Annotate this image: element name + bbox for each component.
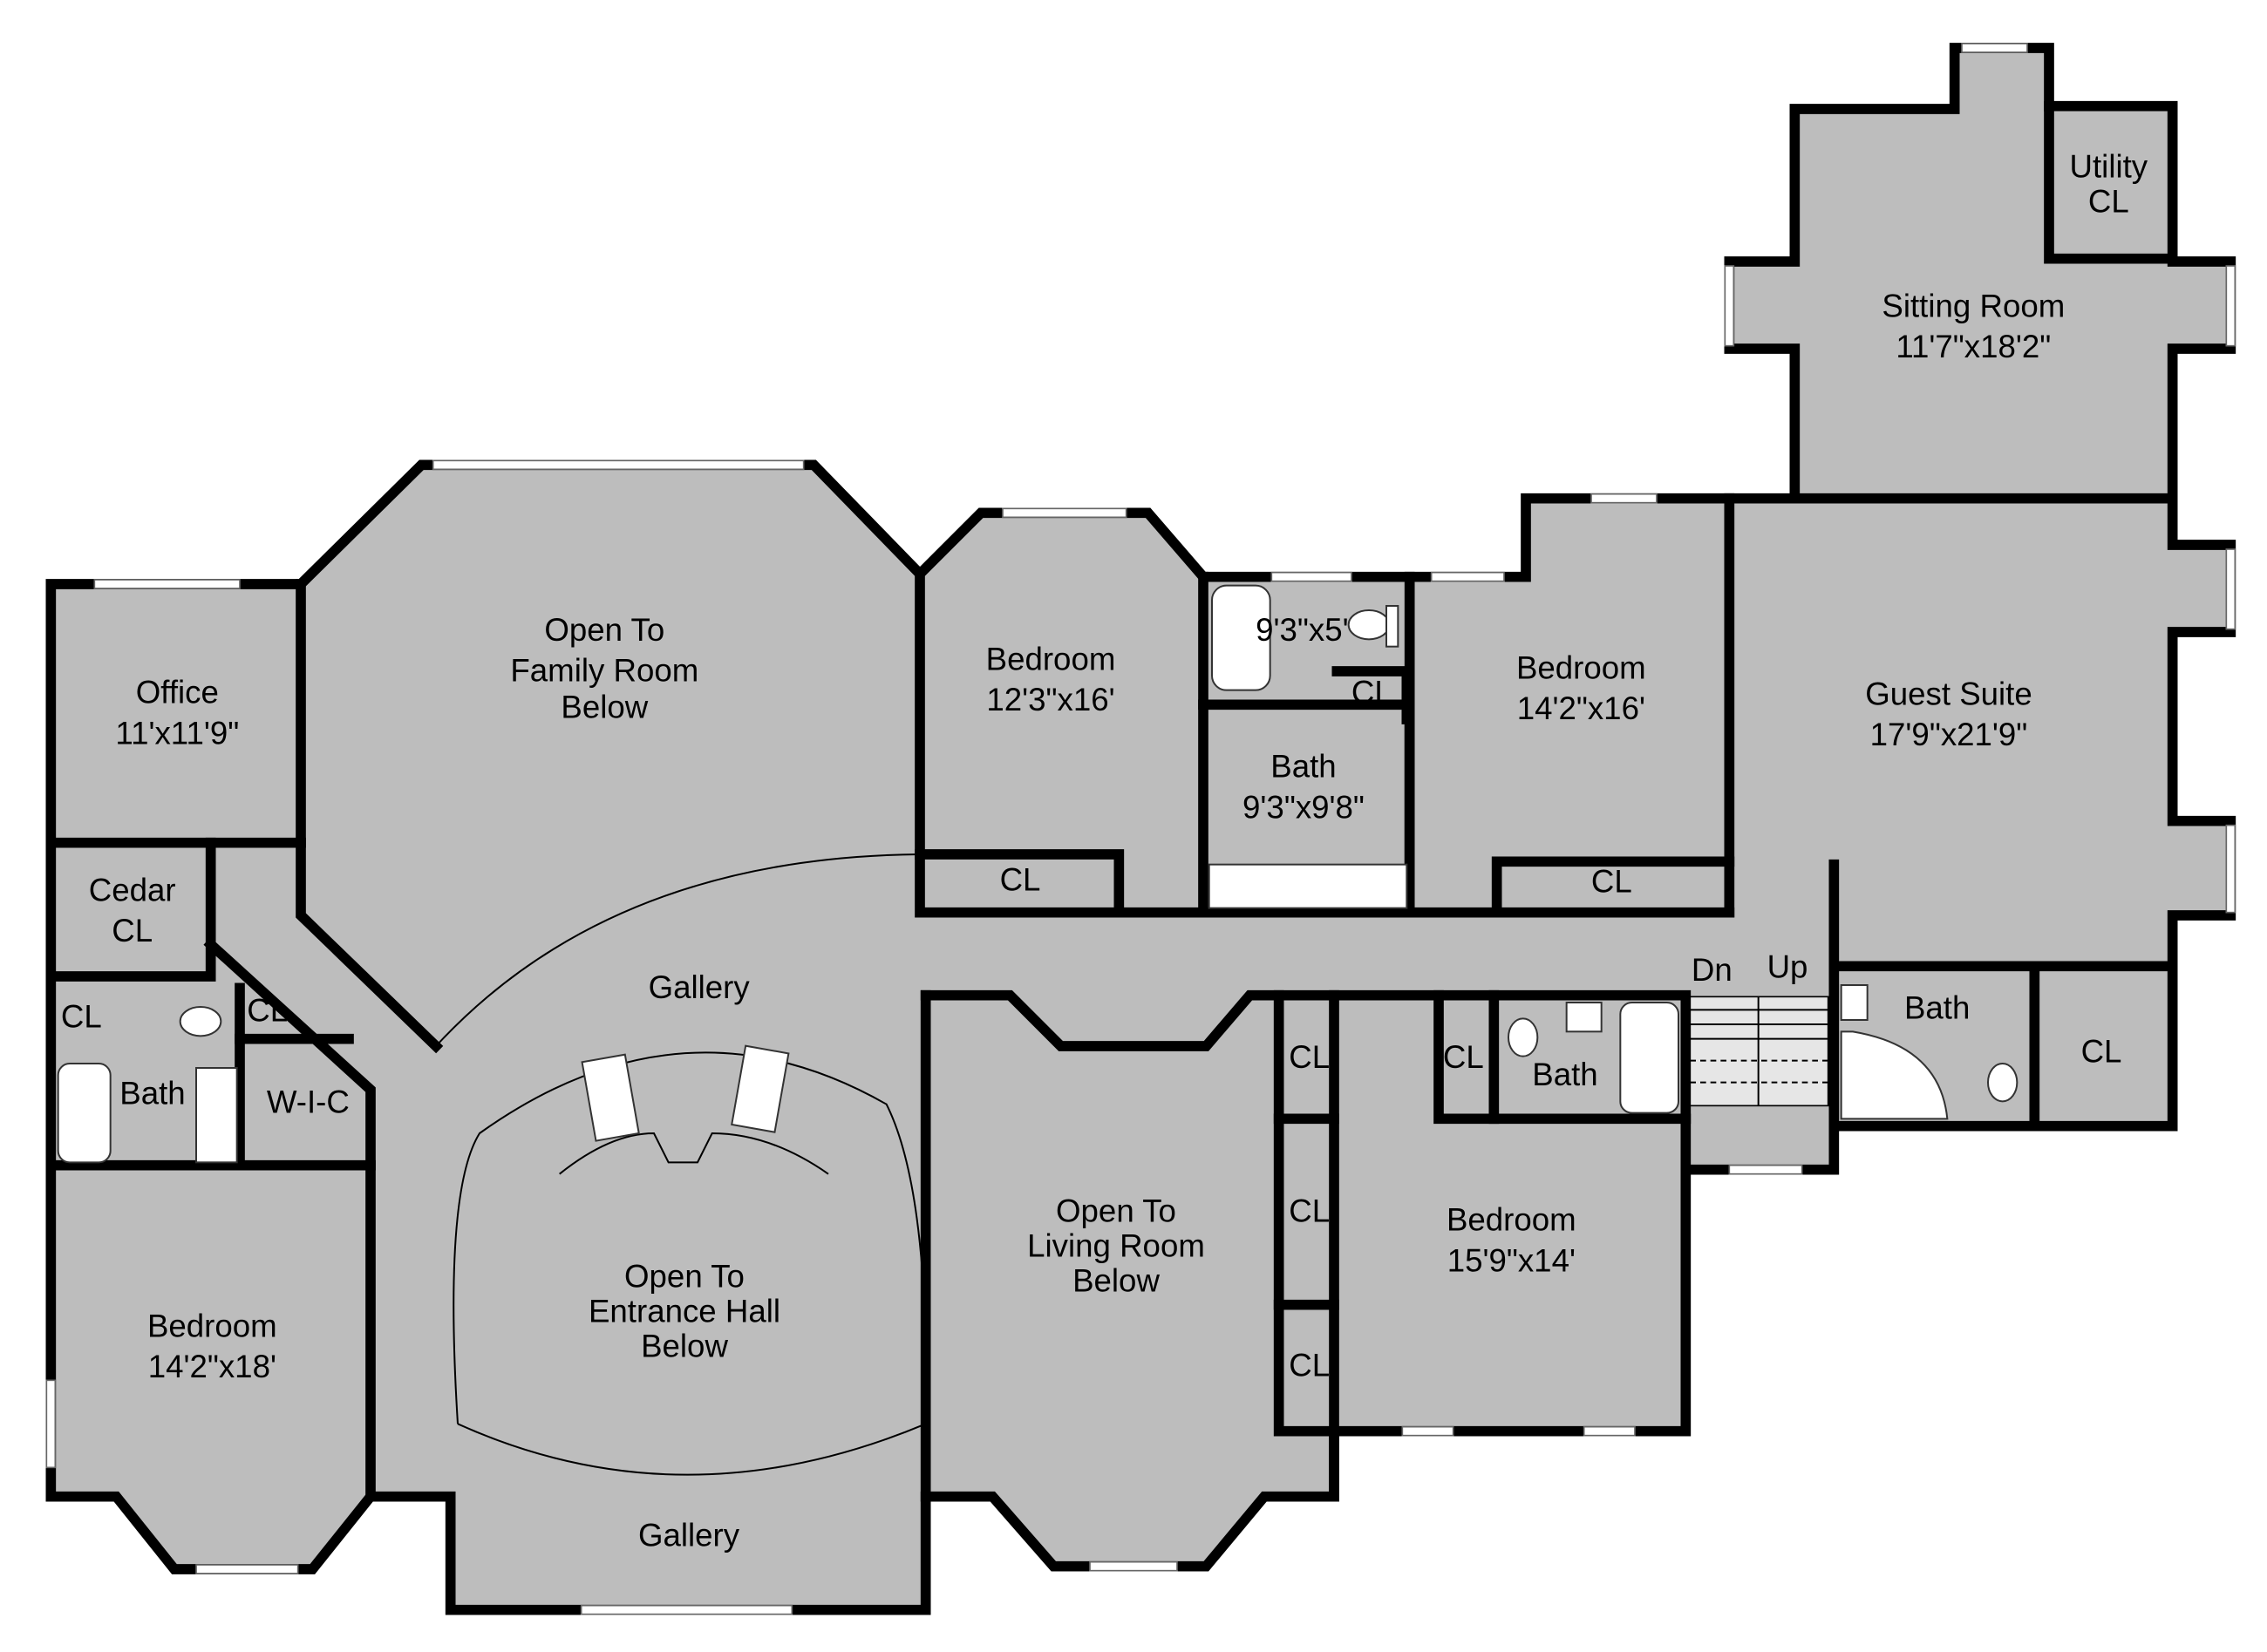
family-open-label: Open To [544,612,664,648]
sink-icon [1565,1002,1603,1033]
closet-label: CL [61,998,102,1034]
bedroom-label: Bedroom [147,1308,277,1343]
spiral-stair-icon [1840,1030,1949,1120]
stairs-down-label: Dn [1692,952,1733,988]
entrance-open-label: Entrance Hall [589,1294,780,1329]
stairs-up-label: Up [1767,949,1808,985]
stairs[interactable]: Dn Up [1689,949,1829,1107]
closet-label: CL [1289,1347,1330,1383]
interior-walls [45,100,2178,1502]
toilet-icon [1347,609,1391,641]
closet-label: CL [1000,862,1041,898]
office-size: 11'x11'9" [115,715,239,751]
toilet-icon [1987,1063,2019,1103]
living-open-label: Open To [1056,1193,1176,1229]
gallery-label: Gallery [638,1517,740,1553]
bedroom-label: Bedroom [1447,1202,1576,1238]
toilet-icon [1508,1017,1539,1057]
bedroom-label: Bedroom [986,641,1116,676]
fixtures [57,584,2019,1164]
bath-size: 9'3"x9'8" [1242,789,1365,825]
closet-label: CL [2081,1033,2122,1069]
bedroom-label: Bedroom [1516,649,1646,685]
sink-icon [1840,984,1869,1021]
family-open-label: Family Room [510,653,698,689]
bedroom-size: 12'3"x16' [986,682,1114,717]
vanity-icon [1208,863,1408,909]
closet-label: CL [1443,1039,1484,1075]
sitting-room-size: 11'7"x18'2" [1896,329,2051,364]
bedroom-size: 15'9"x14' [1447,1242,1576,1278]
closet-label: CL [1289,1193,1330,1229]
office-label: Office [136,675,219,710]
bathtub-icon [1619,1002,1679,1114]
closet-label: CL [1351,675,1392,710]
closet-label: CL [1591,863,1632,899]
open-area-edges [435,853,928,1476]
room-labels: Office 11'x11'9" Open To Family Room Bel… [61,148,2148,1553]
sitting-room-label: Sitting Room [1882,288,2065,323]
vanity-icon [195,1067,238,1164]
guest-suite-label: Guest Suite [1865,676,2032,711]
bath-label: Bath [119,1076,185,1112]
closet-label: CL [247,993,288,1029]
living-open-label: Living Room [1027,1228,1205,1264]
closet-label: CL [1289,1039,1330,1075]
utility-closet-label: CL [2088,183,2129,219]
bedroom-size: 14'2"x18' [148,1349,276,1384]
bath-label: Bath [1904,989,1970,1025]
bath-label: Bath [1532,1057,1597,1092]
entrance-open-label: Below [641,1329,728,1364]
cedar-closet-label: CL [112,913,153,948]
gallery-label: Gallery [649,969,751,1005]
bathtub-icon [57,1063,112,1164]
cedar-closet-label: Cedar [89,872,176,908]
guest-suite-size: 17'9"x21'9" [1870,717,2028,752]
entrance-open-label: Open To [624,1259,745,1295]
utility-closet-label: Utility [2070,148,2148,184]
floor-footprint [51,48,2231,1610]
bath-size: 9'3"x5' [1256,612,1349,648]
walk-in-closet-label: W-I-C [267,1084,350,1120]
family-open-label: Below [561,689,648,724]
windows [45,43,2236,1615]
living-open-label: Below [1072,1263,1160,1299]
bedroom-size: 14'2"x16' [1517,690,1645,726]
bathtub-icon [1211,584,1271,691]
toilet-icon [179,1006,222,1037]
bath-label: Bath [1270,749,1336,785]
